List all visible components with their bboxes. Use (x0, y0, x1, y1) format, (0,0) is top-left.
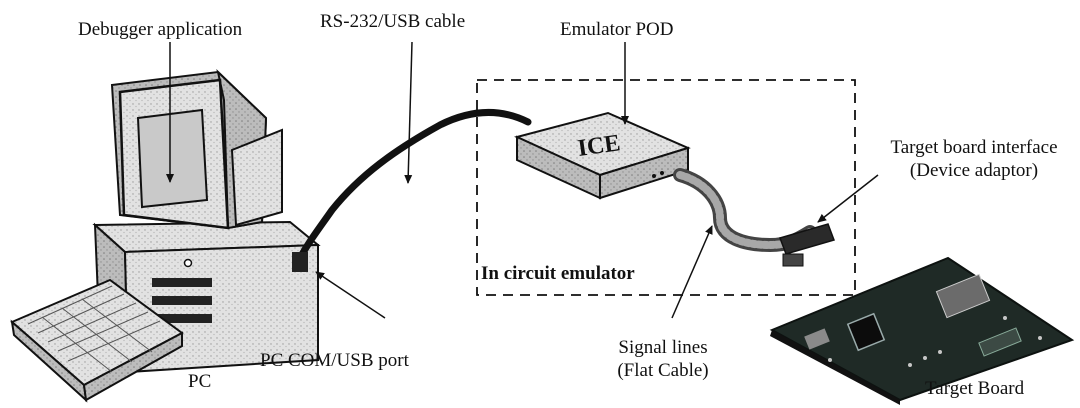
arrow-target-interface (818, 175, 878, 222)
pod-led-1 (652, 174, 656, 178)
label-signal-lines: Signal lines (598, 337, 728, 359)
label-device-adaptor: (Device adaptor) (868, 160, 1080, 182)
rs232-usb-cable (300, 113, 528, 258)
label-pc: PC (188, 371, 211, 393)
label-flat-cable: (Flat Cable) (598, 360, 728, 382)
label-rs232-usb-cable: RS-232/USB cable (320, 11, 465, 33)
pc-monitor (112, 72, 282, 228)
label-in-circuit-emulator: In circuit emulator (481, 263, 635, 285)
adaptor-pins (783, 254, 803, 266)
label-target-board: Target Board (925, 378, 1024, 400)
label-debugger-application: Debugger application (78, 19, 242, 41)
label-target-board-interface: Target board interface (868, 137, 1080, 159)
pc-port-connector (292, 252, 308, 272)
arrow-cable (408, 42, 412, 183)
monitor-screen (138, 110, 207, 207)
label-emulator-pod: Emulator POD (560, 19, 673, 41)
drive-slot-2 (152, 296, 212, 305)
drive-slot-1 (152, 278, 212, 287)
target-board-image (770, 258, 1072, 405)
label-pc-com-usb-port: PC COM/USB port (260, 350, 409, 372)
power-led (185, 260, 192, 267)
arrow-pc-port (316, 272, 385, 318)
arrow-signal-lines (672, 226, 712, 318)
pod-led-2 (660, 171, 664, 175)
